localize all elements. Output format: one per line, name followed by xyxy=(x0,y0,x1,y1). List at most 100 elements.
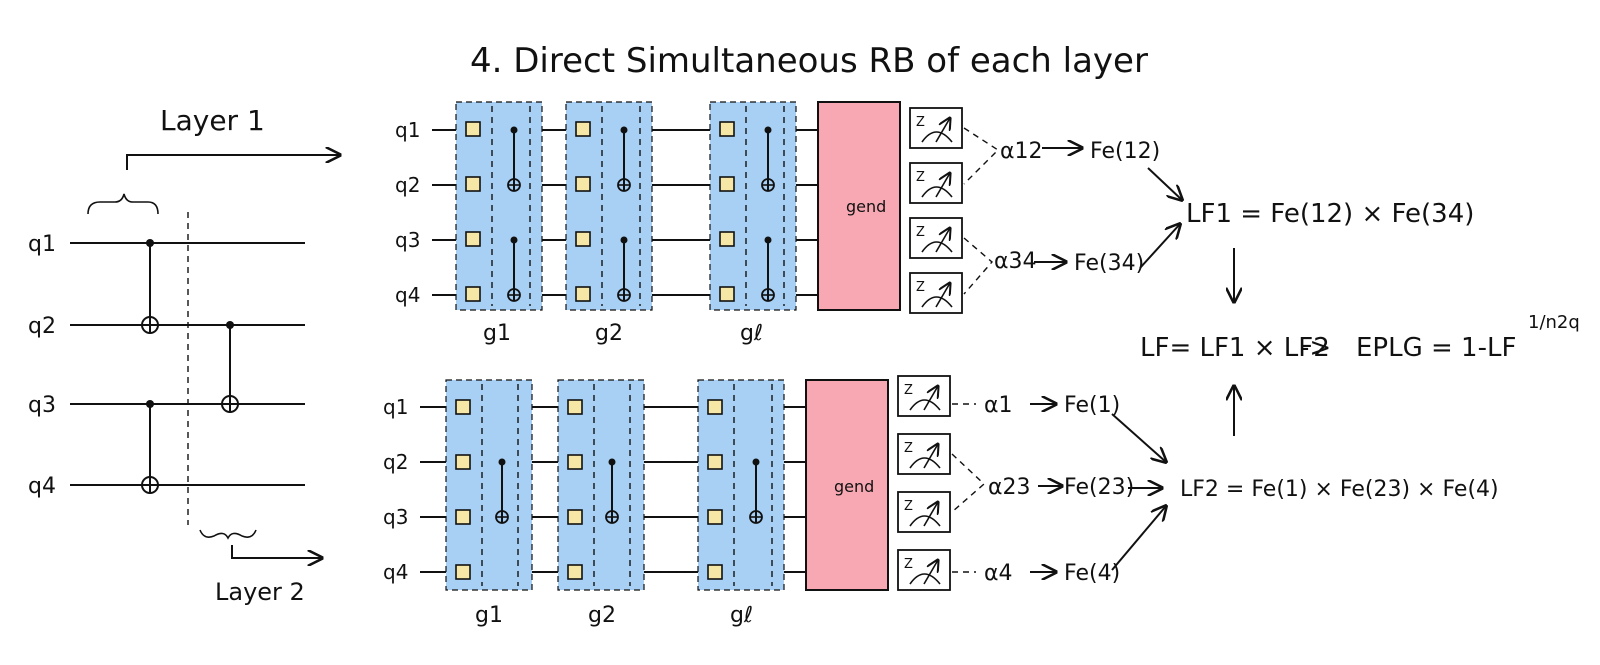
single-qubit-gate xyxy=(567,509,583,525)
summary: LF= LF1 × LF2 -> EPLG = 1-LF 1/n2q xyxy=(1140,248,1580,436)
layer-label: g2 xyxy=(595,321,623,346)
target-plus-icon xyxy=(617,178,631,192)
target-plus-icon xyxy=(507,178,521,192)
single-qubit-gate xyxy=(719,121,735,137)
single-qubit-gate xyxy=(567,454,583,470)
control-dot xyxy=(608,458,616,466)
fidelity: Fe(12) xyxy=(1090,139,1160,164)
decay-param: α12 xyxy=(1000,139,1043,164)
control-dot xyxy=(764,126,772,134)
layer2-arrow xyxy=(231,545,322,558)
measurement-icon: Z xyxy=(897,549,951,591)
layer1-label: Layer 1 xyxy=(160,104,265,137)
rb-layer-g2 xyxy=(565,101,653,311)
fidelity: Fe(23) xyxy=(1064,475,1134,500)
measurement-icon: Z xyxy=(909,217,963,259)
fidelity: Fe(1) xyxy=(1064,393,1120,418)
single-qubit-gate xyxy=(575,121,591,137)
control-dot xyxy=(146,400,154,408)
layer-fidelity-1: LF1 = Fe(12) × Fe(34) xyxy=(1186,199,1474,229)
eplg-formula: EPLG = 1-LF xyxy=(1356,333,1516,363)
control-dot xyxy=(226,321,234,329)
rb-layer-g2 xyxy=(557,379,645,591)
layer1-arrow xyxy=(126,155,340,170)
left-circuit: Layer 1 q1 q2 q3 q4 xyxy=(28,104,340,606)
single-qubit-gate xyxy=(567,399,583,415)
top-qubit-label: q1 xyxy=(395,118,420,142)
layer-fidelity-2: LF2 = Fe(1) × Fe(23) × Fe(4) xyxy=(1180,477,1499,502)
fidelity: Fe(34) xyxy=(1074,251,1144,276)
target-plus-icon xyxy=(605,510,619,524)
single-qubit-gate xyxy=(455,564,471,580)
measurement-icon: Z xyxy=(897,375,951,417)
svg-text:Z: Z xyxy=(916,225,925,240)
single-qubit-gate xyxy=(465,231,481,247)
single-qubit-gate xyxy=(575,176,591,192)
measurement-icon: Z xyxy=(909,272,963,314)
bottom-rb-circuit: q1 q2 q3 q4 xyxy=(383,375,1499,628)
single-qubit-gate xyxy=(719,231,735,247)
pair-connector xyxy=(963,237,993,295)
bottom-qubit-label: q2 xyxy=(383,450,408,474)
inverse-gate xyxy=(817,101,901,311)
decay-param: α34 xyxy=(994,249,1037,274)
single-qubit-gate xyxy=(719,176,735,192)
inverse-gate xyxy=(805,379,889,591)
single-qubit-gate xyxy=(707,399,723,415)
rb-layer-g1 xyxy=(445,379,533,591)
control-dot xyxy=(510,126,518,134)
pair-connector xyxy=(963,127,1000,185)
decay-param: α4 xyxy=(984,561,1013,586)
layer-label: g1 xyxy=(483,321,511,346)
top-qubit-label: q2 xyxy=(395,173,420,197)
single-qubit-gate xyxy=(465,121,481,137)
top-qubit-label: q4 xyxy=(395,283,420,307)
svg-text:Z: Z xyxy=(916,170,925,185)
bottom-qubit-label: q3 xyxy=(383,505,408,529)
svg-text:Z: Z xyxy=(904,557,913,572)
decay-param: α1 xyxy=(984,393,1013,418)
control-dot xyxy=(764,236,772,244)
control-dot xyxy=(620,126,628,134)
top-rb-circuit: q1 q2 q3 q4 xyxy=(395,101,1474,346)
layer1-brace xyxy=(87,193,159,215)
left-qubit-label: q3 xyxy=(28,393,56,418)
target-plus-icon xyxy=(761,178,775,192)
target-plus-icon xyxy=(495,510,509,524)
single-qubit-gate xyxy=(567,564,583,580)
target-plus-icon xyxy=(749,510,763,524)
svg-text:Z: Z xyxy=(904,383,913,398)
target-plus-icon xyxy=(141,476,159,494)
svg-text:Z: Z xyxy=(916,280,925,295)
single-qubit-gate xyxy=(465,176,481,192)
measurement-icon: Z xyxy=(897,491,951,533)
single-qubit-gate xyxy=(455,509,471,525)
decay-param: α23 xyxy=(988,475,1031,500)
fidelity: Fe(4) xyxy=(1064,561,1120,586)
single-qubit-gate xyxy=(465,286,481,302)
inverse-gate-label: gend xyxy=(834,477,874,496)
pair-connector xyxy=(951,453,986,513)
single-qubit-gate xyxy=(575,231,591,247)
svg-text:Z: Z xyxy=(904,499,913,514)
target-plus-icon xyxy=(507,288,521,302)
single-qubit-gate xyxy=(707,564,723,580)
inverse-gate-label: gend xyxy=(846,197,886,216)
layer-label: gℓ xyxy=(740,321,763,346)
measurement-icon: Z xyxy=(909,107,963,149)
layer2-label: Layer 2 xyxy=(215,578,305,606)
layer-label: gℓ xyxy=(730,603,753,628)
single-qubit-gate xyxy=(455,454,471,470)
target-plus-icon xyxy=(221,395,239,413)
target-plus-icon xyxy=(617,288,631,302)
rb-layer-g1 xyxy=(455,101,543,311)
bottom-qubit-label: q1 xyxy=(383,395,408,419)
layer2-brace xyxy=(199,529,257,540)
rb-layer-gl xyxy=(697,379,785,591)
single-qubit-gate xyxy=(575,286,591,302)
target-plus-icon xyxy=(761,288,775,302)
single-qubit-gate xyxy=(719,286,735,302)
control-dot xyxy=(620,236,628,244)
single-qubit-gate xyxy=(707,509,723,525)
